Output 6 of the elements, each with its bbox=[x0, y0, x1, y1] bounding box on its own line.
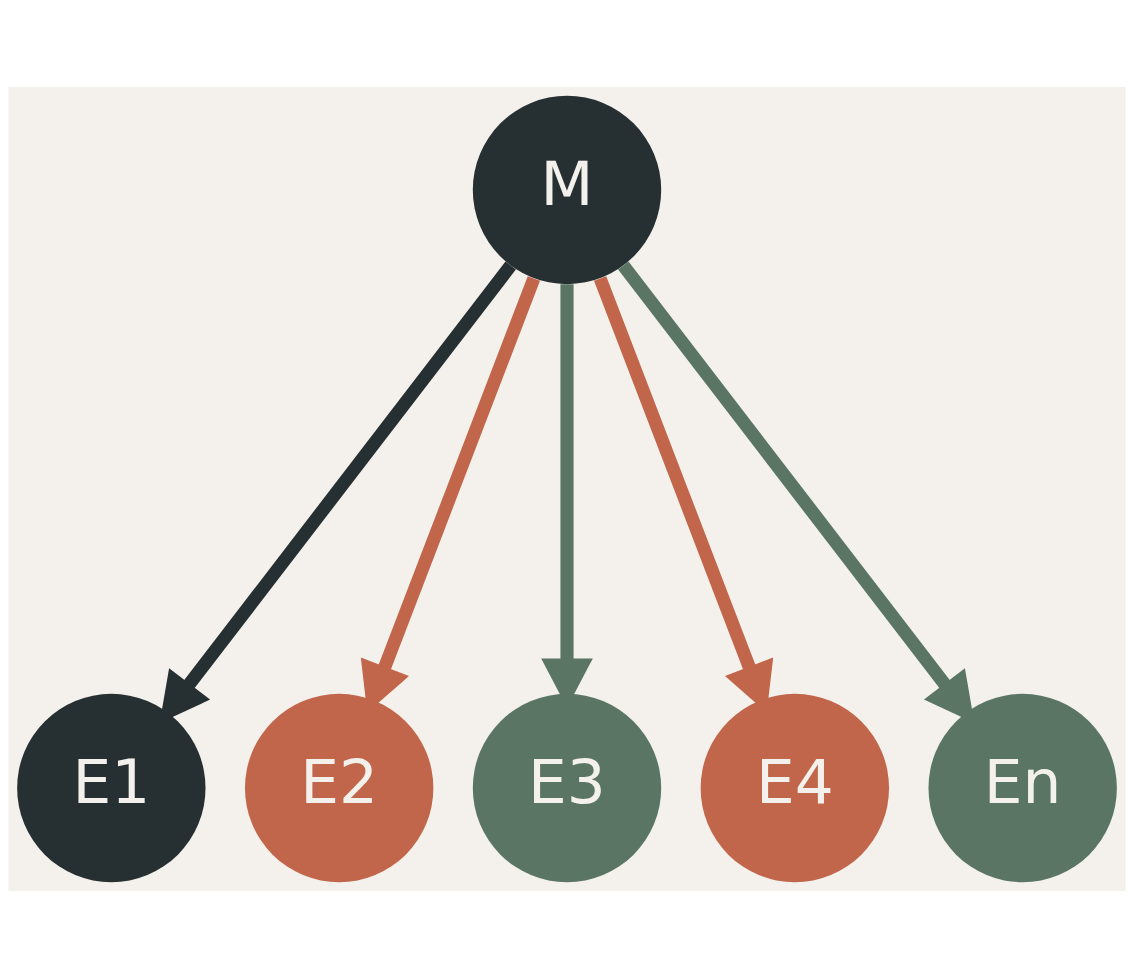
node-circle: E4 bbox=[700, 693, 890, 882]
node-circle: E1 bbox=[17, 693, 206, 882]
node-circle: En bbox=[928, 693, 1117, 882]
node-circle: E2 bbox=[244, 693, 434, 882]
node-circle: E3 bbox=[472, 693, 662, 882]
node-circle: M bbox=[472, 95, 662, 284]
